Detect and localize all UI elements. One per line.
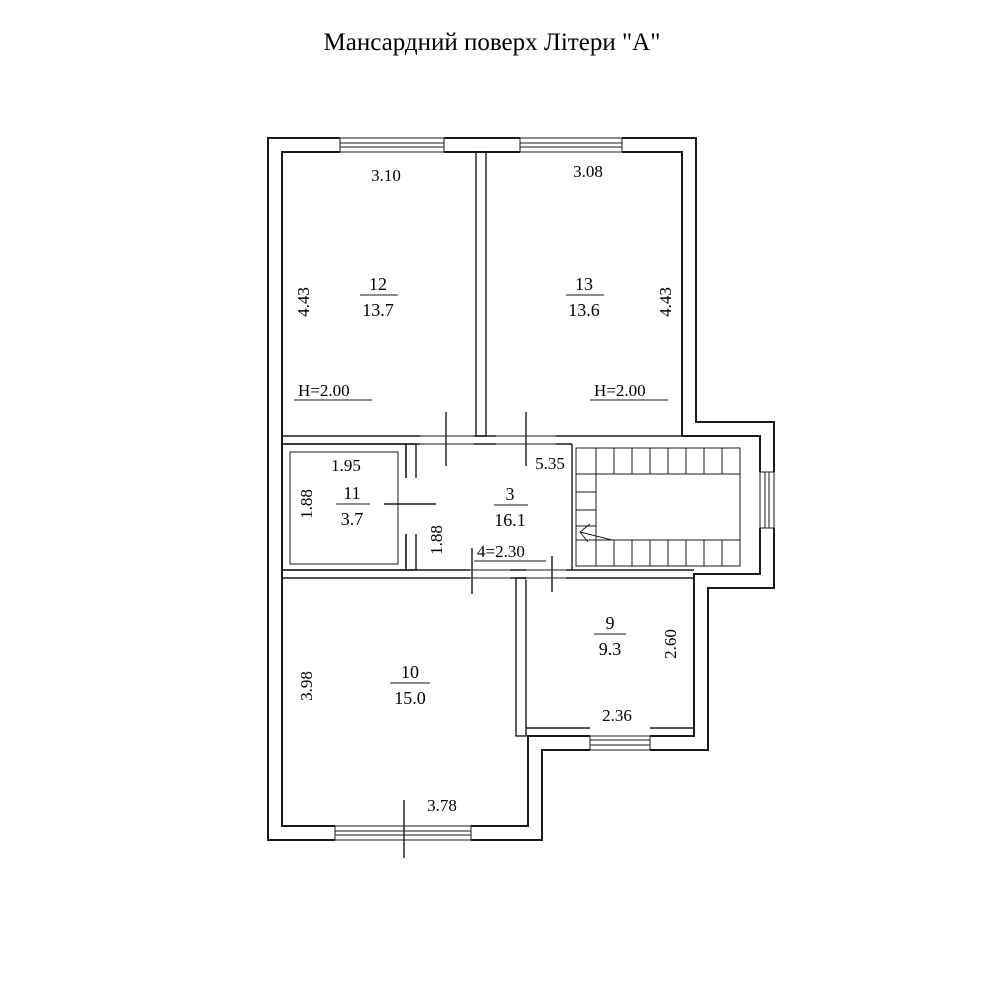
room-10-width: 3.78 — [427, 796, 457, 815]
room-3-length: 1.88 — [427, 525, 446, 555]
room-12-height: H=2.00 — [298, 381, 350, 400]
room-12-area: 13.7 — [362, 300, 394, 320]
room-13-width: 3.08 — [573, 162, 603, 181]
room-13-area: 13.6 — [568, 300, 600, 320]
windows — [334, 136, 776, 842]
window-room-9 — [589, 726, 651, 752]
room-12-length: 4.43 — [294, 287, 313, 317]
room-11-width: 1.95 — [331, 456, 361, 475]
interior-walls — [281, 151, 694, 737]
room-9-number: 9 — [606, 613, 615, 633]
doors — [384, 412, 566, 858]
room-3-extra: 4=2.30 — [477, 542, 525, 561]
room-3-width: 5.35 — [535, 454, 565, 473]
plan-title: Мансардний поверх Літери "А" — [324, 29, 661, 56]
room-11: 1.95 1.88 11 3.7 — [297, 456, 370, 529]
window-stair — [758, 471, 776, 529]
room-9-width: 2.36 — [602, 706, 632, 725]
room-10: 3.98 10 15.0 3.78 — [297, 662, 457, 815]
room-12: 3.10 4.43 12 13.7 H=2.00 — [294, 166, 401, 401]
room-11-number: 11 — [343, 483, 360, 503]
room-13-height: H=2.00 — [594, 381, 646, 400]
room-9: 9 9.3 2.60 2.36 — [594, 613, 680, 725]
window-room-12 — [339, 136, 445, 154]
room-10-length: 3.98 — [297, 671, 316, 701]
room-3: 5.35 1.88 3 16.1 4=2.30 — [427, 454, 565, 562]
room-13-length: 4.43 — [656, 287, 675, 317]
room-12-width: 3.10 — [371, 166, 401, 185]
window-room-13 — [519, 136, 623, 154]
room-3-number: 3 — [506, 484, 515, 504]
staircase — [575, 447, 741, 567]
room-13: 3.08 4.43 13 13.6 H=2.00 — [566, 162, 675, 401]
room-3-area: 16.1 — [494, 510, 526, 530]
room-12-number: 12 — [369, 274, 387, 294]
room-10-area: 15.0 — [394, 688, 426, 708]
room-9-area: 9.3 — [599, 639, 622, 659]
room-10-number: 10 — [401, 662, 419, 682]
room-11-length: 1.88 — [297, 489, 316, 519]
window-room-10 — [334, 824, 472, 842]
room-11-area: 3.7 — [341, 509, 364, 529]
room-9-length: 2.60 — [661, 629, 680, 659]
room-13-number: 13 — [575, 274, 593, 294]
